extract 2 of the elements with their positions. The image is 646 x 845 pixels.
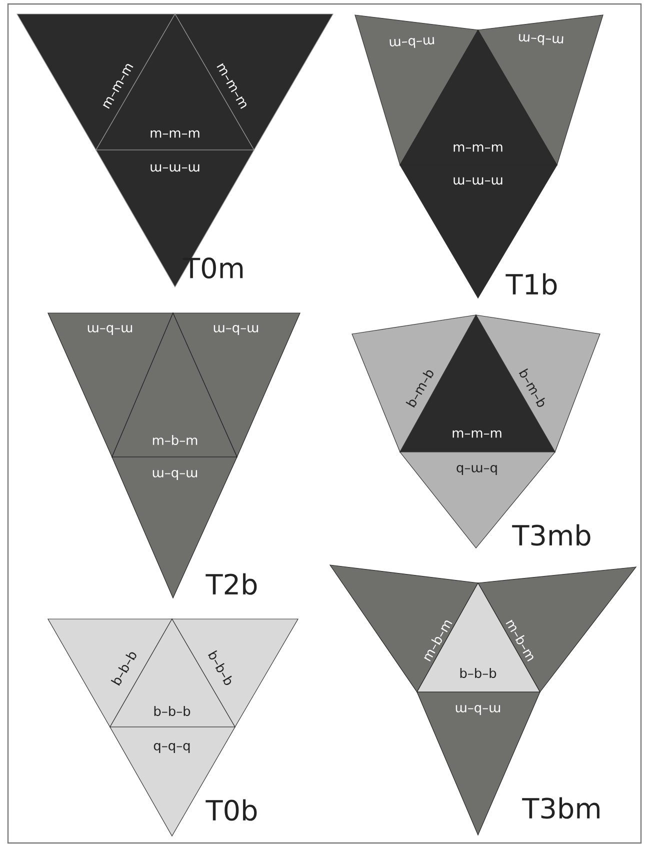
figure-label: T0m	[182, 257, 243, 279]
figure-label: T1b	[506, 273, 557, 295]
